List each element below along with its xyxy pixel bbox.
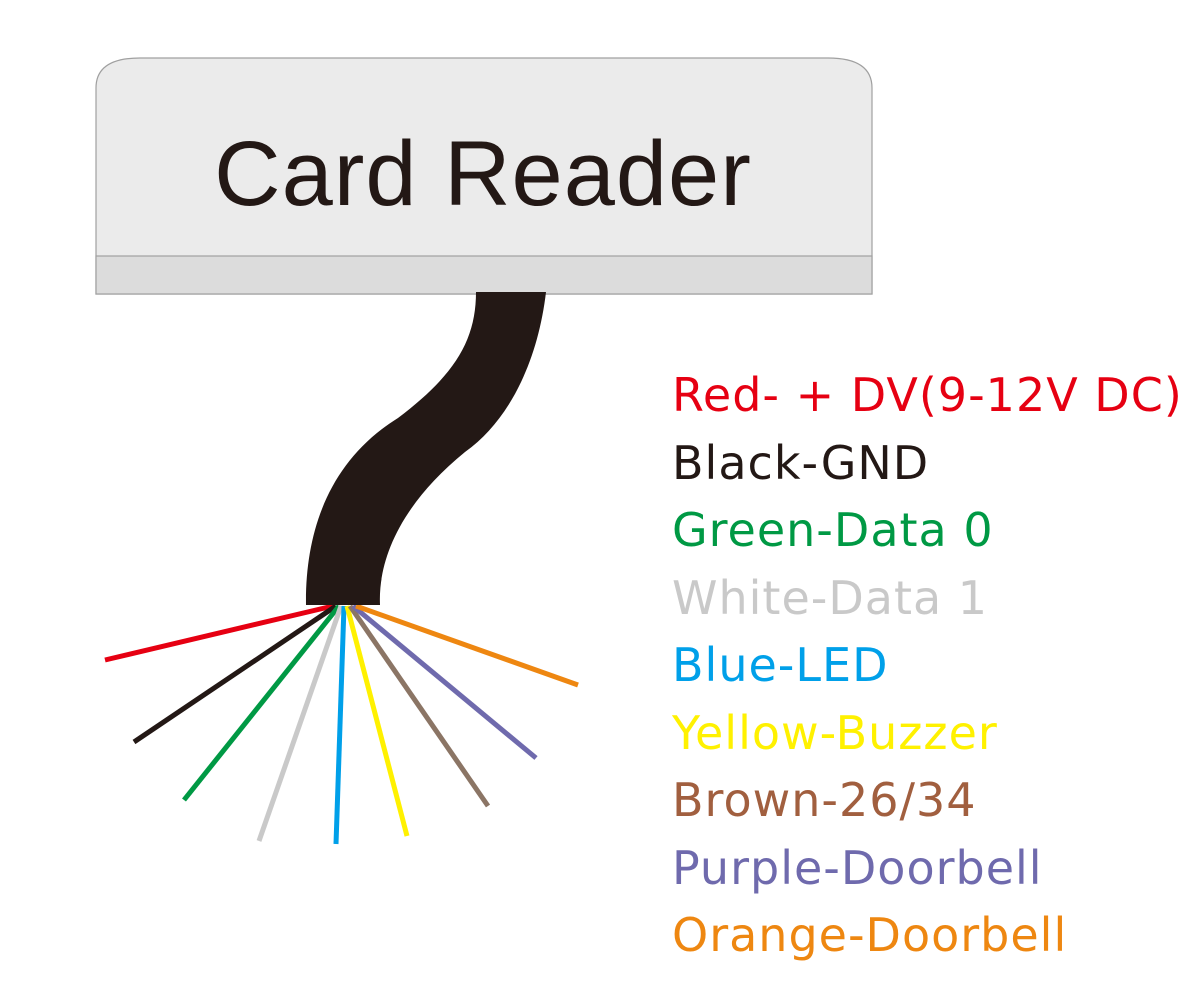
card-reader: Card Reader — [95, 57, 873, 295]
wire-bundle — [104, 603, 579, 845]
legend-item-blue: Blue-LED — [672, 638, 889, 692]
card-reader-title: Card Reader — [214, 123, 752, 225]
legend-item-yellow: Yellow-Buzzer — [672, 705, 998, 760]
wire-white — [256, 605, 344, 842]
wire-black — [132, 603, 338, 745]
wire-red — [104, 603, 334, 663]
cable — [305, 292, 546, 605]
wire-blue — [333, 605, 347, 845]
legend-item-green: Green-Data 0 — [672, 503, 994, 557]
legend-item-orange: Orange-Doorbell — [672, 908, 1068, 962]
wire-purple — [351, 604, 538, 760]
card-reader-base — [95, 255, 873, 295]
legend-item-white: White-Data 1 — [672, 570, 989, 625]
card-reader-body — [95, 57, 873, 295]
legend-item-purple: Purple-Doorbell — [672, 840, 1043, 895]
wire-green — [182, 604, 341, 802]
legend-item-red: Red- + DV(9-12V DC) — [672, 368, 1183, 422]
wire-brown — [347, 604, 491, 808]
legend-item-black: Black-GND — [672, 435, 930, 490]
legend-item-brown: Brown-26/34 — [672, 773, 977, 827]
wire-yellow — [344, 605, 410, 837]
wire-orange — [355, 603, 579, 688]
wire-legend: Red- + DV(9-12V DC) Black-GND Green-Data 0… — [672, 362, 1183, 970]
